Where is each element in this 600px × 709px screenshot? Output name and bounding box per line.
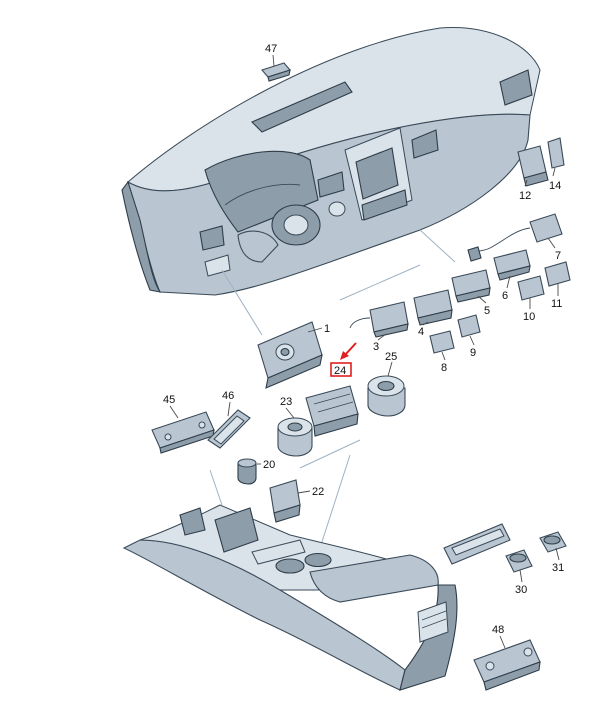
part-9-button — [457, 314, 481, 338]
callout-31: 31 — [552, 562, 564, 574]
center-console-assembly — [122, 504, 458, 691]
part-4-switch — [413, 289, 453, 326]
dashboard-assembly — [121, 27, 541, 296]
callout-7: 7 — [555, 250, 561, 262]
part-14-cover — [547, 137, 565, 169]
part-45-panel — [151, 411, 215, 454]
highlight-box — [330, 362, 352, 377]
part-22-bracket — [269, 479, 301, 523]
callout-14: 14 — [549, 180, 561, 192]
callout-4: 4 — [418, 326, 424, 338]
highlight-arrowhead — [340, 351, 349, 360]
part-48-rear-panel — [473, 639, 541, 691]
part-30-socket — [505, 549, 533, 573]
part-7-switch-cable — [467, 213, 563, 262]
callout-23: 23 — [280, 396, 292, 408]
callout-20: 20 — [263, 459, 275, 471]
callout-45: 45 — [163, 394, 175, 406]
part-23-rotary-knob — [277, 417, 313, 457]
part-cover-bar — [443, 523, 511, 565]
part-3-switch — [349, 301, 409, 338]
callout-24: 24 — [334, 365, 346, 377]
callout-25: 25 — [385, 351, 397, 363]
callout-30: 30 — [515, 584, 527, 596]
part-47-clip — [261, 62, 291, 82]
part-6-switch — [493, 249, 531, 281]
callout-5: 5 — [484, 305, 490, 317]
part-11-button — [544, 261, 571, 287]
part-5-switch — [451, 269, 491, 303]
callout-1: 1 — [324, 323, 330, 335]
callout-48: 48 — [492, 624, 504, 636]
part-24-switch-module — [305, 385, 359, 437]
part-31-socket — [539, 531, 567, 553]
callout-9: 9 — [470, 347, 476, 359]
part-1-light-switch — [257, 321, 323, 389]
callout-8: 8 — [441, 362, 447, 374]
callout-22: 22 — [312, 486, 324, 498]
callout-11: 11 — [551, 298, 562, 310]
part-25-rotary-knob — [367, 375, 406, 417]
callout-12: 12 — [519, 190, 531, 202]
callout-3: 3 — [373, 341, 379, 353]
callout-10: 10 — [523, 311, 535, 323]
callout-47: 47 — [265, 43, 277, 55]
callout-46: 46 — [222, 390, 234, 402]
part-12-switch — [517, 145, 549, 187]
highlight-arrow — [344, 342, 357, 356]
part-20-socket — [237, 458, 257, 485]
part-46-frame — [207, 409, 251, 449]
callout-6: 6 — [502, 290, 508, 302]
part-10-button — [517, 275, 545, 301]
highlight-24 — [330, 342, 357, 377]
part-8-button — [429, 330, 455, 354]
